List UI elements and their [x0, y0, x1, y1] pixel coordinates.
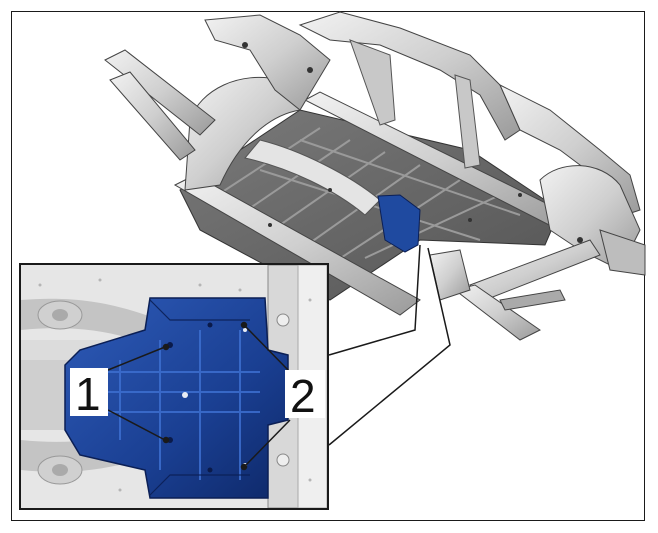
body-in-white [104, 11, 646, 341]
highlighted-component-detail [64, 297, 289, 499]
cross-member [469, 239, 601, 301]
callout-leaders [107, 321, 291, 471]
floor-tunnel [244, 139, 381, 216]
rear-upper-frame [204, 14, 331, 111]
callout-1: 1 [75, 368, 101, 420]
callout-2-backing [285, 370, 325, 418]
detail-inset: 1 2 [19, 263, 329, 510]
callout-1-backing [70, 368, 108, 416]
pillar-roof-frame [298, 11, 521, 141]
inset-leader-lines [328, 244, 451, 446]
callout-2: 2 [290, 370, 316, 422]
body-fasteners [242, 42, 583, 243]
rear-rails [104, 49, 216, 136]
highlighted-component-main [377, 194, 421, 253]
